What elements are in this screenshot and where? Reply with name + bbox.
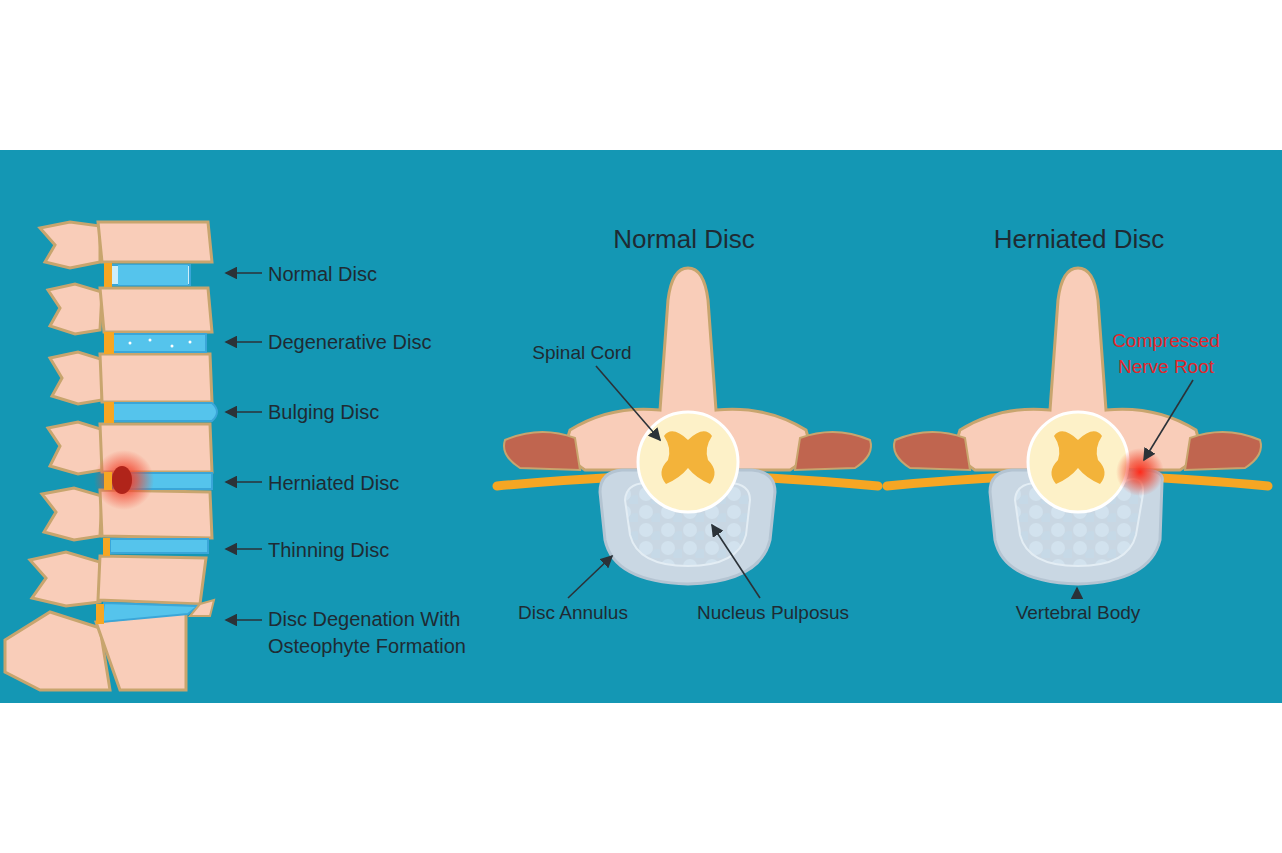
section-leaders (568, 366, 1193, 598)
part-label: Disc Annulus (518, 600, 628, 626)
normal-disc-section (497, 268, 878, 584)
part-label: Spinal Cord (532, 340, 631, 366)
part-label: Degenerative Disc (268, 329, 431, 356)
part-label: Herniated Disc (268, 470, 399, 497)
teal-band (0, 150, 1282, 703)
side-discs (94, 263, 217, 624)
herniated-disc-section (887, 268, 1268, 584)
spine-side-view (5, 222, 212, 690)
part-label: Nucleus Pulposus (697, 600, 849, 626)
section-heading: Normal Disc (613, 222, 755, 257)
part-label: Disc Degenation With Osteophyte Formatio… (268, 606, 518, 660)
part-label: Bulging Disc (268, 399, 379, 426)
section-heading: Herniated Disc (994, 222, 1165, 257)
part-label: Compressed Nerve Root (1091, 328, 1241, 379)
part-label: Vertebral Body (1016, 600, 1141, 626)
side-leaders (226, 273, 262, 620)
part-label: Normal Disc (268, 261, 377, 288)
part-label: Thinning Disc (268, 537, 389, 564)
